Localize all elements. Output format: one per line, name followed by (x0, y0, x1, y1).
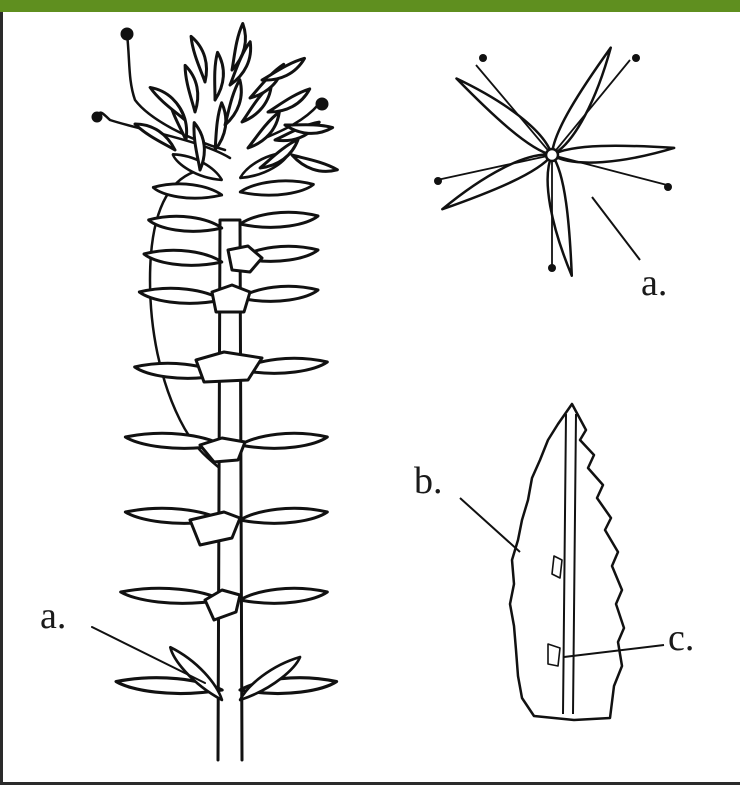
apical-leaf-cluster (135, 24, 337, 181)
stem-a-pointer (92, 627, 205, 683)
leaf-outline (510, 404, 624, 720)
capsule-2 (93, 113, 101, 121)
leaf-label-b: b. (414, 462, 443, 500)
leaf-detail (460, 404, 664, 720)
capsule-3 (317, 99, 327, 109)
leaf-label-c: c. (668, 619, 694, 657)
leaf-b-pointer (460, 498, 520, 552)
stem-label-a: a. (40, 597, 66, 635)
star-detail (434, 48, 674, 276)
capsule-1 (122, 29, 132, 39)
flower-a-pointer (592, 197, 640, 260)
star-center (546, 149, 558, 161)
moss-plant (92, 24, 337, 760)
star-label-a: a. (641, 264, 667, 302)
